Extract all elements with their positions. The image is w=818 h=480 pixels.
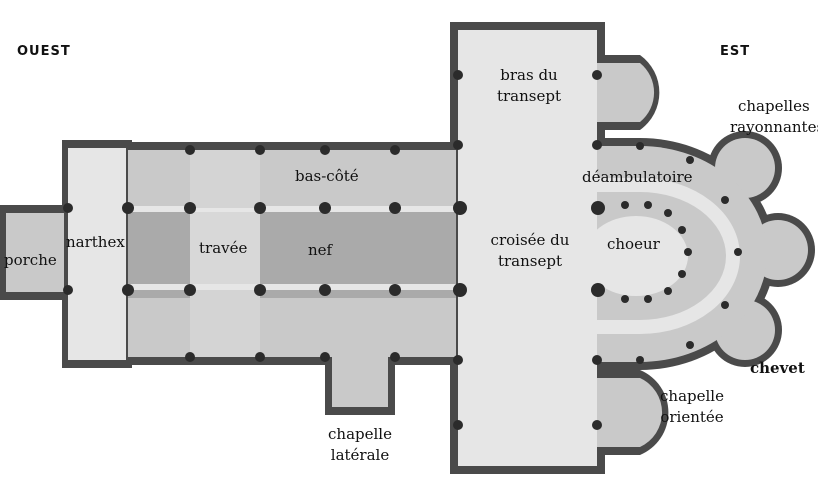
deambulatoire-label: déambulatoire: [582, 168, 693, 186]
bras-transept-label: bras du transept: [494, 65, 564, 107]
orientee-line-2: orientée: [660, 408, 724, 426]
laterale-line-2: latérale: [330, 446, 390, 464]
bras-line-2: transept: [496, 87, 561, 105]
laterale-line-1: chapelle: [328, 425, 392, 443]
nef-label: nef: [308, 241, 333, 259]
pillars: [63, 70, 742, 430]
narthex-label: narthex: [66, 233, 125, 251]
croisee-line-1: croisée du: [490, 231, 570, 249]
chapelle-orientee-label: chapelle orientée: [657, 386, 727, 428]
bas-cote-label: bas-côté: [295, 167, 359, 185]
croisee-line-2: transept: [497, 252, 562, 270]
chapelles-line-2: rayonnantes: [730, 118, 818, 136]
porche-label: porche: [4, 251, 57, 269]
chapelle-laterale-label: chapelle latérale: [325, 424, 395, 466]
choeur-label: choeur: [607, 235, 660, 253]
east-label: EST: [720, 44, 751, 59]
orientee-line-1: chapelle: [660, 387, 724, 405]
chapelles-rayonnantes-label: chapelles rayonnantes: [730, 96, 818, 138]
chapelles-line-1: chapelles: [738, 97, 810, 115]
travee-label: travée: [199, 239, 248, 257]
west-label: OUEST: [17, 44, 71, 59]
croisee-transept-label: croisée du transept: [480, 230, 580, 272]
chevet-label: chevet: [750, 359, 805, 377]
bras-line-1: bras du: [500, 66, 558, 84]
